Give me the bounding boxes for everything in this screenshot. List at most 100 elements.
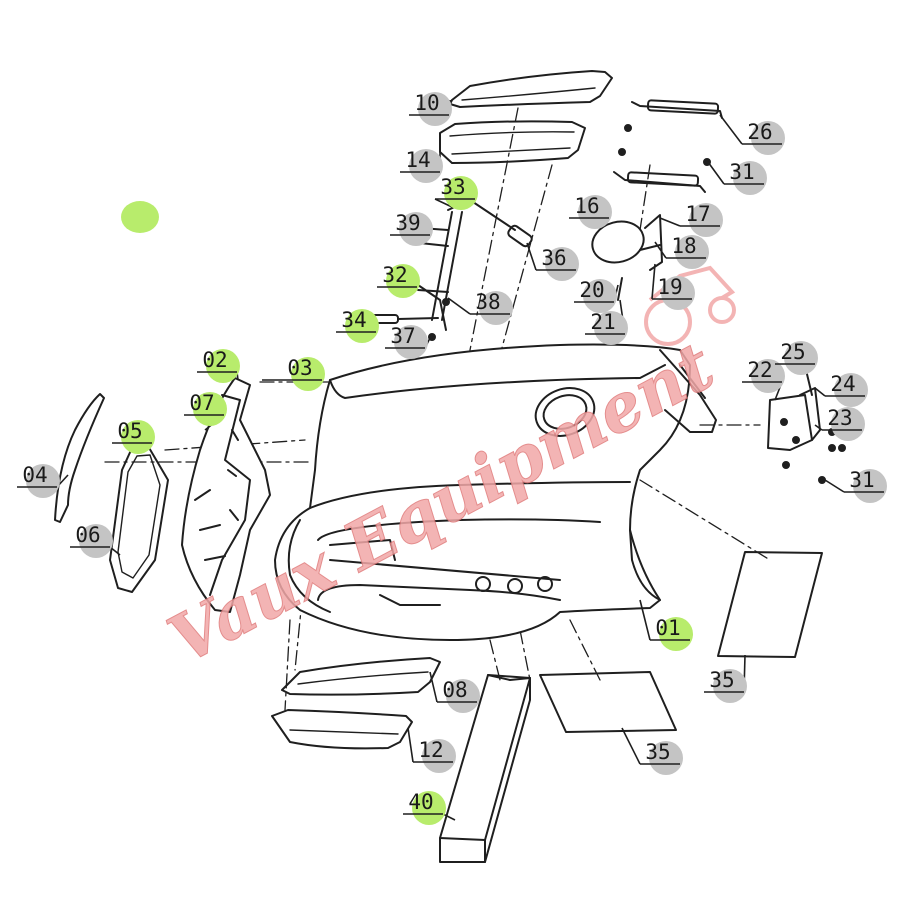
callout-24: 24 [825,372,868,407]
part-26-gas-struts [613,99,723,193]
callout-label: 22 [747,358,772,382]
part-12-lower-grille [271,709,413,750]
callout-32: 32 [377,263,420,298]
axis-lines [104,107,771,711]
part-40-foam-block [439,674,531,863]
callout-shadow [409,149,443,183]
callout-01: 01 [650,616,693,651]
callout-20: 20 [574,278,617,313]
callout-label: 34 [341,308,366,332]
callout-shadow [689,203,723,237]
leader-line-26 [719,114,743,145]
callout-shadow [661,276,695,310]
callout-label: 21 [590,310,615,334]
callout-shadow [675,235,709,269]
callout-label: 25 [780,340,805,364]
callout-label: 19 [657,275,682,299]
callout-label: 10 [414,91,439,115]
callout-label: 31 [849,468,874,492]
callout-19: 19 [652,275,695,310]
callout-shadow [784,341,818,375]
callout-label: 05 [117,419,142,443]
callout-shadow [583,279,617,313]
callout-shadow [853,469,887,503]
callout-label: 18 [671,234,696,258]
part-10-top-grille [449,70,613,108]
callout-shadow [79,524,113,558]
callout-label: 36 [541,246,566,270]
callout-shadow [418,92,452,126]
leader-line-36 [526,242,537,271]
callout-17: 17 [680,202,723,237]
callout-37: 37 [385,324,428,359]
callout-shadow [446,679,480,713]
callout-highlight [345,309,379,343]
callout-12: 12 [413,738,456,773]
callout-label: 38 [475,290,500,314]
leader-line-08 [429,671,438,703]
callout-label: 17 [685,202,710,226]
callout-shadow [831,407,865,441]
callout-label: 01 [655,616,680,640]
callout-shadow [394,325,428,359]
part-06-headlight-frame [109,445,169,593]
callout-31: 31 [844,468,887,503]
leader-line-23 [814,424,823,431]
callout-21: 21 [585,310,628,345]
callout-highlight [291,357,325,391]
callout-highlight [193,392,227,426]
callout-shadow [751,359,785,393]
callout-highlight [444,176,478,210]
callout-label: 14 [405,148,430,172]
callout-label: 39 [395,211,420,235]
leader-line-31 [824,479,845,493]
part-08-lower-grille [281,657,441,696]
part-16-fuel-cap [591,214,663,301]
callout-22: 22 [742,358,785,393]
part-35-panel-right [717,551,823,658]
callout-26: 26 [742,120,785,155]
callout-label: 40 [408,790,433,814]
callout-shadow [713,669,747,703]
callout-40: 40 [403,790,446,825]
callout-05: 05 [112,419,155,454]
leader-line-19 [651,263,656,300]
callout-shadow [834,373,868,407]
callout-39: 39 [390,211,433,246]
callout-label: 23 [827,406,852,430]
part-14-grille [439,120,586,164]
callout-23: 23 [822,406,865,441]
callout-34: 34 [336,308,379,343]
leader-line-06 [109,546,121,556]
callout-07: 07 [184,391,227,426]
callout-label: 35 [645,740,670,764]
callout-label: 03 [287,356,312,380]
callout-highlight [412,791,446,825]
callout-04: 04 [17,463,60,498]
part-04-lens [54,393,105,523]
callout-06: 06 [70,523,113,558]
callout-18: 18 [666,234,709,269]
leader-line-17 [659,217,681,227]
callout-label: 02 [202,348,227,372]
callout-label: 31 [729,160,754,184]
callout-label: 20 [579,278,604,302]
leader-line-31 [707,161,725,185]
callout-label: 33 [440,175,465,199]
leader-line-38 [447,297,471,315]
callout-shadow [479,291,513,325]
callout-highlight [659,617,693,651]
callout-label: 08 [442,678,467,702]
callout-08: 08 [437,678,480,713]
callout-highlight [206,349,240,383]
leader-line-33 [434,198,453,208]
callout-highlight [386,264,420,298]
callout-highlight [121,420,155,454]
callout-35: 35 [704,668,747,703]
callout-35: 35 [640,740,683,775]
callout-label: 04 [22,463,47,487]
callout-label: 32 [382,263,407,287]
callout-label: 24 [830,372,855,396]
callout-31: 31 [724,160,767,195]
